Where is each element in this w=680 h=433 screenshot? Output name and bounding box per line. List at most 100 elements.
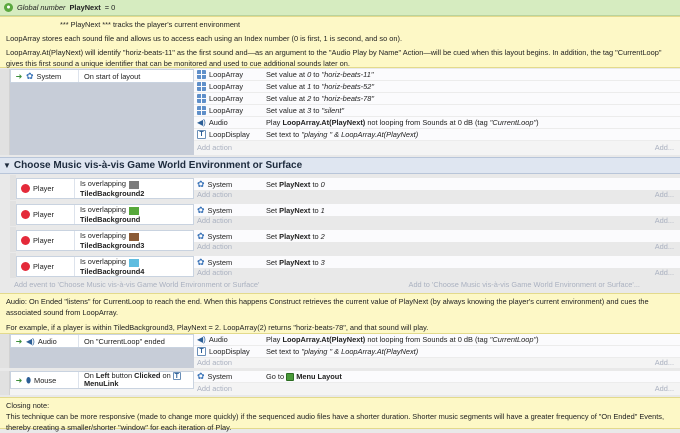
- global-variable-value: = 0: [104, 3, 116, 12]
- condition-object-name: Player: [33, 262, 54, 271]
- action-text: Set value at 0 to "horiz-beats-11": [266, 70, 374, 79]
- global-variable-icon: ●: [4, 3, 13, 12]
- action-object: System: [207, 231, 233, 241]
- event-margin[interactable]: [0, 334, 10, 368]
- action-text: Set text to "playing " & LoopArray.At(Pl…: [266, 130, 419, 139]
- comment-closing-note[interactable]: Closing note: This technique can be more…: [0, 397, 680, 432]
- action-object: System: [207, 257, 233, 267]
- action-row[interactable]: LoopArray Set value at 1 to "horiz-beats…: [194, 81, 680, 93]
- text-object-icon: T: [197, 130, 206, 139]
- condition-object: Player: [17, 205, 75, 224]
- global-variable-prefix: Global number: [17, 3, 66, 12]
- add-more-link[interactable]: Add...: [654, 268, 674, 277]
- global-variable-row[interactable]: ● Global number PlayNext = 0: [0, 0, 680, 16]
- add-more-link[interactable]: Add...: [654, 242, 674, 251]
- event-margin[interactable]: [0, 371, 10, 395]
- action-object: System: [207, 205, 233, 215]
- player-icon: [21, 262, 30, 271]
- event-margin[interactable]: [10, 175, 16, 200]
- event-margin[interactable]: [10, 227, 16, 252]
- collapse-triangle-icon[interactable]: ▼: [3, 161, 11, 170]
- action-object: LoopArray: [209, 94, 244, 103]
- action-text: Set value at 3 to "silent": [266, 106, 345, 115]
- add-more-link[interactable]: Add...: [654, 143, 674, 152]
- condition-object: ➜ ✿ System: [11, 70, 79, 82]
- comment-on-ended[interactable]: Audio: On Ended "listens" for CurrentLoo…: [0, 293, 680, 334]
- comment-line: For example, if a player is within Tiled…: [6, 323, 429, 332]
- condition-object-name: System: [36, 71, 62, 81]
- array-icon: [197, 94, 206, 103]
- action-row-goto[interactable]: ✿System Go to Menu Layout: [194, 371, 680, 383]
- action-row[interactable]: LoopArray Set value at 3 to "silent": [194, 105, 680, 117]
- gear-icon: ✿: [197, 230, 205, 241]
- action-object: System: [207, 179, 233, 189]
- trigger-arrow-icon: ➜: [15, 375, 23, 385]
- comment-line: *** PlayNext *** tracks the player's cur…: [60, 20, 241, 29]
- condition-object: Player: [17, 231, 75, 250]
- add-more-link[interactable]: Add...: [654, 190, 674, 199]
- action-text: Set PlayNext to 1: [266, 205, 325, 215]
- comment-line: This technique can be more responsive (m…: [6, 412, 665, 432]
- group-header[interactable]: ▼ Choose Music vis-à-vis Game World Envi…: [0, 157, 680, 174]
- add-event-to-group-link[interactable]: Add event to 'Choose Music vis-à-vis Gam…: [14, 280, 260, 289]
- action-text: Play LoopArray.At(PlayNext) not looping …: [266, 335, 539, 344]
- action-row[interactable]: ✿System Set PlayNext to 3: [194, 256, 680, 268]
- event-margin[interactable]: [10, 253, 16, 278]
- action-object: System: [207, 372, 233, 381]
- event-margin[interactable]: [0, 69, 10, 155]
- action-row[interactable]: LoopArray Set value at 0 to "horiz-beats…: [194, 69, 680, 81]
- add-more-link[interactable]: Add...: [654, 358, 674, 367]
- action-row-audio[interactable]: ◀)Audio Play LoopArray.At(PlayNext) not …: [194, 334, 680, 346]
- text-object-icon: T: [172, 372, 181, 380]
- event-loop-ended[interactable]: ➜ ◀) Audio On "CurrentLoop" ended ◀)Audi…: [0, 334, 680, 368]
- condition-area[interactable]: [10, 348, 194, 368]
- gear-icon: ✿: [197, 371, 205, 381]
- condition-area[interactable]: [10, 83, 194, 155]
- add-more-link[interactable]: Add...: [654, 384, 674, 393]
- add-more-link[interactable]: Add...: [654, 216, 674, 225]
- player-icon: [21, 236, 30, 245]
- speaker-icon: ◀): [26, 336, 35, 346]
- action-row[interactable]: LoopArray Set value at 2 to "horiz-beats…: [194, 93, 680, 105]
- speaker-icon: ◀): [197, 118, 206, 127]
- add-to-group-link[interactable]: Add to 'Choose Music vis-à-vis Game Worl…: [408, 280, 640, 289]
- condition-start-of-layout[interactable]: ➜ ✿ System On start of layout: [10, 69, 194, 83]
- action-object: LoopDisplay: [209, 130, 250, 139]
- comment-intro[interactable]: *** PlayNext *** tracks the player's cur…: [0, 16, 680, 68]
- trigger-arrow-icon: ➜: [15, 71, 23, 81]
- event-start-of-layout[interactable]: ➜ ✿ System On start of layout LoopArray …: [0, 69, 680, 155]
- condition-object-name: Player: [33, 236, 54, 245]
- action-row[interactable]: ✿System Set PlayNext to 0: [194, 178, 680, 190]
- action-text: Set PlayNext to 2: [266, 231, 325, 241]
- action-row[interactable]: ✿System Set PlayNext to 2: [194, 230, 680, 242]
- text-object-icon: T: [197, 347, 206, 356]
- event-margin[interactable]: [10, 201, 16, 226]
- action-row-audio[interactable]: ◀)Audio Play LoopArray.At(PlayNext) not …: [194, 117, 680, 129]
- mouse-icon: ⬮: [26, 375, 32, 385]
- action-row[interactable]: ✿System Set PlayNext to 1: [194, 204, 680, 216]
- tiled-background-swatch-icon: [129, 206, 140, 215]
- action-text: Set value at 2 to "horiz-beats-78": [266, 94, 374, 103]
- condition-text: On "CurrentLoop" ended: [84, 336, 165, 346]
- condition-loop-ended[interactable]: ➜ ◀) Audio On "CurrentLoop" ended: [10, 334, 194, 348]
- global-variable-name: PlayNext: [69, 3, 101, 12]
